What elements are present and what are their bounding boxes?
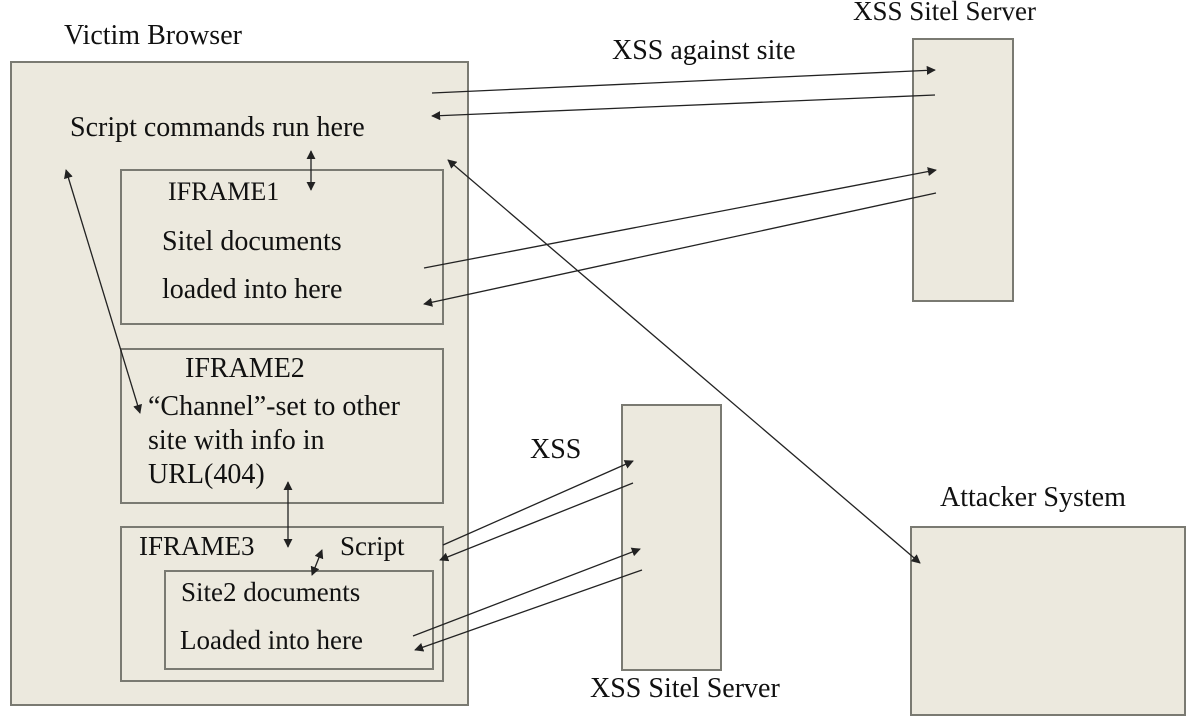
iframe1-title: IFRAME1 xyxy=(168,177,280,206)
xss-server-top-label: XSS Sitel Server xyxy=(853,0,1037,26)
arrow-iframe3-to-bottom-server xyxy=(442,460,634,546)
arrow-bottom-server-to-site2 xyxy=(414,569,643,652)
xss-server-bottom-label: XSS Sitel Server xyxy=(590,673,780,704)
site2-line2: Loaded into here xyxy=(180,625,363,655)
xss-against-site-label: XSS against site xyxy=(612,35,796,66)
arrow-attacker-browser xyxy=(447,159,921,564)
iframe3-title: IFRAME3 xyxy=(139,531,255,561)
site2-line1: Site2 documents xyxy=(181,577,361,607)
arrow-script-site2 xyxy=(310,549,324,576)
iframe1-box xyxy=(120,169,444,325)
iframe2-box xyxy=(120,348,444,504)
iframe3-script-label: Script xyxy=(340,531,405,561)
attacker-system-box xyxy=(910,526,1186,716)
attacker-system-label: Attacker System xyxy=(940,482,1126,513)
arrow-bottom-server-to-iframe3 xyxy=(439,482,634,562)
arrow-top-server-to-browser xyxy=(431,94,936,121)
arrow-browser-to-top-server xyxy=(431,65,936,94)
script-commands-label: Script commands run here xyxy=(70,112,365,143)
arrow-iframe1-to-top-server xyxy=(423,167,937,269)
iframe2-body: “Channel”-set to other site with info in… xyxy=(148,391,400,491)
arrow-script-iframe2 xyxy=(64,169,142,414)
iframe1-line2: loaded into here xyxy=(162,274,343,305)
iframe1-line1: Sitel documents xyxy=(162,226,342,257)
arrow-top-server-to-iframe1 xyxy=(423,192,937,307)
xss-server-top-box xyxy=(912,38,1014,302)
iframe2-title: IFRAME2 xyxy=(185,353,305,384)
site2-documents-box xyxy=(164,570,434,670)
arrow-site2-to-bottom-server xyxy=(412,547,641,637)
victim-browser-label: Victim Browser xyxy=(64,20,242,51)
